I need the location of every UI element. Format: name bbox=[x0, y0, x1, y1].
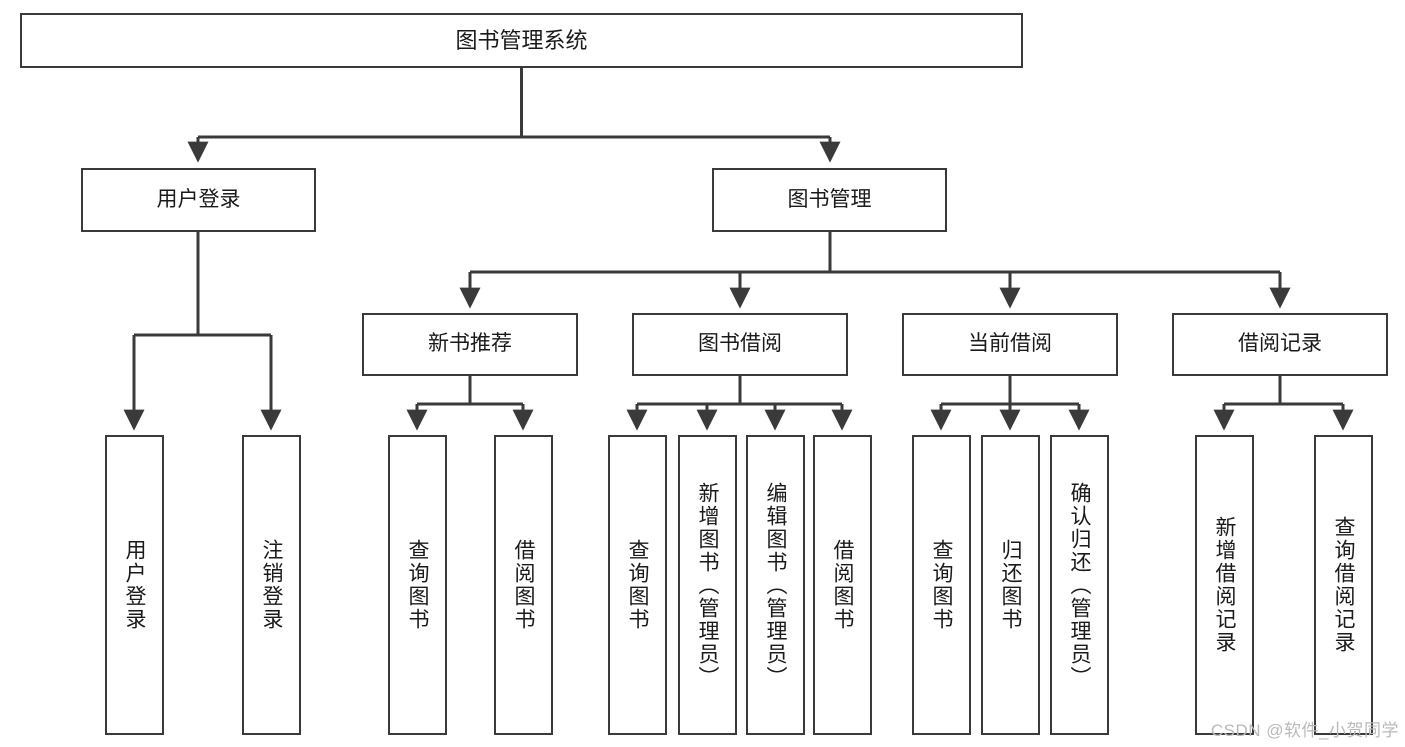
node-leaf-return-book[interactable]: 归还图书 bbox=[981, 435, 1040, 735]
node-book-management[interactable]: 图书管理 bbox=[712, 168, 947, 232]
node-label: 用户登录 bbox=[156, 187, 241, 211]
node-label: 借阅记录 bbox=[1238, 332, 1322, 356]
node-label: 新增图书（管理员） bbox=[696, 481, 719, 689]
node-user-login[interactable]: 用户登录 bbox=[81, 168, 316, 232]
node-label: 确认归还（管理员） bbox=[1068, 481, 1091, 689]
node-book-borrow[interactable]: 图书借阅 bbox=[632, 313, 848, 376]
node-label: 借阅图书 bbox=[512, 539, 535, 631]
node-leaf-logout[interactable]: 注销登录 bbox=[242, 435, 301, 735]
node-leaf-query-book-borrow[interactable]: 查询图书 bbox=[608, 435, 667, 735]
node-label: 归还图书 bbox=[999, 539, 1022, 631]
node-new-book-recommend[interactable]: 新书推荐 bbox=[362, 313, 578, 376]
node-leaf-user-login[interactable]: 用户登录 bbox=[105, 435, 164, 735]
node-current-borrow[interactable]: 当前借阅 bbox=[902, 313, 1118, 376]
node-root-book-management-system[interactable]: 图书管理系统 bbox=[20, 13, 1023, 68]
node-leaf-borrow-book[interactable]: 借阅图书 bbox=[813, 435, 872, 735]
node-label: 查询图书 bbox=[406, 539, 429, 631]
node-label: 注销登录 bbox=[260, 539, 283, 631]
node-label: 新增借阅记录 bbox=[1213, 516, 1236, 654]
node-label: 用户登录 bbox=[123, 539, 146, 631]
node-label: 编辑图书（管理员） bbox=[764, 481, 787, 689]
node-label: 新书推荐 bbox=[428, 332, 512, 356]
node-leaf-borrow-book-recommend[interactable]: 借阅图书 bbox=[494, 435, 553, 735]
node-leaf-confirm-return-admin[interactable]: 确认归还（管理员） bbox=[1050, 435, 1109, 735]
node-label: 借阅图书 bbox=[831, 539, 854, 631]
csdn-watermark: CSDN @软件_小贺同学 bbox=[1210, 721, 1399, 740]
node-leaf-edit-book-admin[interactable]: 编辑图书（管理员） bbox=[746, 435, 805, 735]
node-label: 查询借阅记录 bbox=[1332, 516, 1355, 654]
node-leaf-add-borrow-record[interactable]: 新增借阅记录 bbox=[1195, 435, 1254, 735]
node-label: 图书管理系统 bbox=[455, 27, 588, 53]
node-borrow-record[interactable]: 借阅记录 bbox=[1172, 313, 1388, 376]
node-leaf-add-book-admin[interactable]: 新增图书（管理员） bbox=[678, 435, 737, 735]
node-label: 图书借阅 bbox=[698, 332, 782, 356]
node-leaf-query-book-current[interactable]: 查询图书 bbox=[912, 435, 971, 735]
node-leaf-query-book-recommend[interactable]: 查询图书 bbox=[388, 435, 447, 735]
node-label: 图书管理 bbox=[787, 187, 872, 211]
node-label: 当前借阅 bbox=[968, 332, 1052, 356]
node-leaf-query-borrow-record[interactable]: 查询借阅记录 bbox=[1314, 435, 1373, 735]
node-label: 查询图书 bbox=[930, 539, 953, 631]
node-label: 查询图书 bbox=[626, 539, 649, 631]
